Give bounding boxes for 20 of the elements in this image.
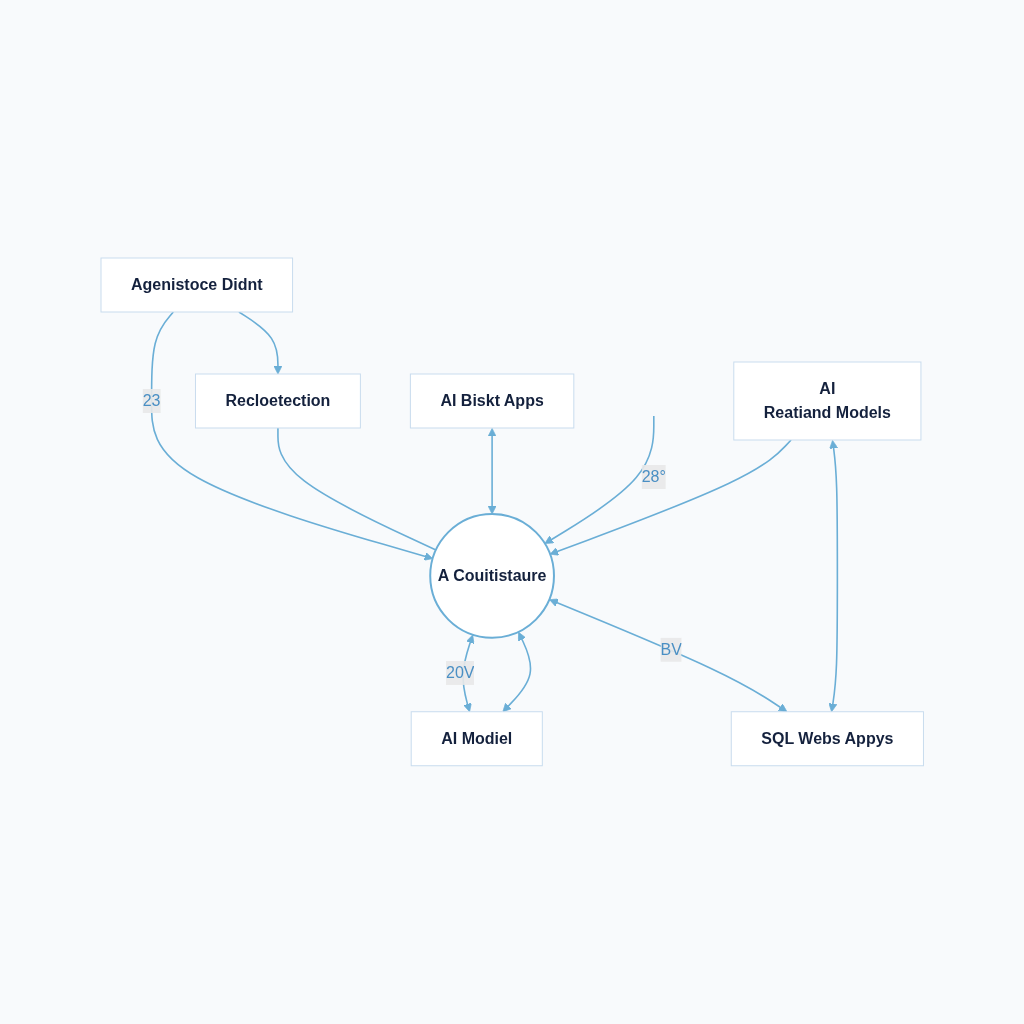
node-box: AI Modiel: [410, 711, 543, 767]
arrow: [150, 311, 433, 561]
arrow: [828, 440, 838, 713]
edge-label: 28°: [641, 468, 666, 486]
edge-label: 23: [142, 392, 161, 410]
node-box: Agenistoce Didnt: [100, 257, 293, 313]
arrow: [549, 439, 792, 556]
node-box: SQL Webs Appys: [730, 711, 924, 767]
node-circle: A Couitistaure: [429, 513, 555, 639]
node-box: AI Biskt Apps: [409, 373, 575, 429]
arrow: [544, 415, 655, 545]
connector: [276, 427, 437, 551]
arrow: [549, 598, 788, 713]
edge-label: 20V: [445, 664, 475, 682]
arrow: [237, 311, 283, 375]
edge-label: BV: [660, 640, 682, 658]
node-box: Recloetection: [194, 373, 361, 429]
arrow: [502, 631, 532, 713]
node-box: AI Reatiand Models: [733, 361, 922, 441]
arrow: [487, 428, 497, 515]
